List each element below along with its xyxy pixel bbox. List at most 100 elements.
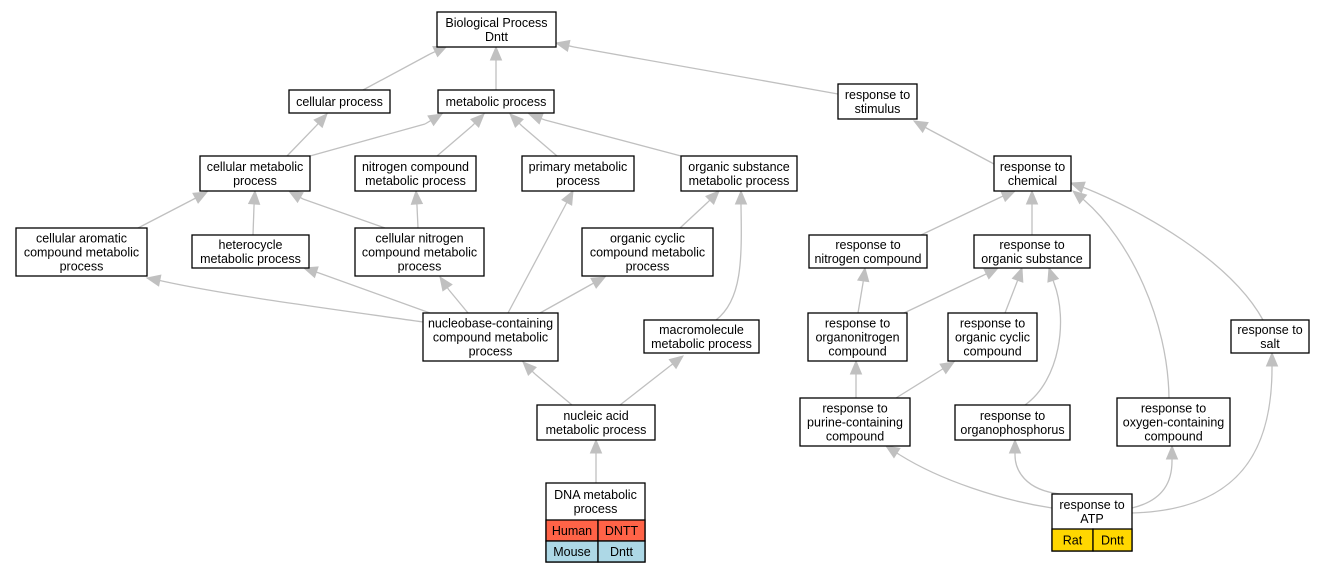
- node-label-line: response to: [1059, 498, 1124, 512]
- edge-organic-substance-to-metabolic-arrowhead: [527, 112, 544, 125]
- node-cellular-process[interactable]: cellular process: [288, 89, 391, 114]
- node-box: [581, 227, 714, 277]
- gene-cell: [1092, 528, 1133, 552]
- gene-label: Dntt: [1101, 534, 1124, 548]
- edge-cellular-nitrogen-to-nitrogen-compound: [416, 205, 419, 229]
- node-label-line: compound metabolic: [590, 246, 705, 260]
- edge-cellular-metabolic-to-cellular-process: [286, 125, 317, 157]
- node-box: [808, 234, 928, 269]
- node-label-line: organophosphorus: [960, 423, 1064, 437]
- node-label-line: organonitrogen: [815, 331, 899, 345]
- edge-cellular-metabolic-to-cellular-process-arrowhead: [313, 113, 328, 129]
- node-label-line: cellular metabolic: [207, 160, 304, 174]
- edge-response-organic-substance-to-chemical-arrowhead: [1025, 189, 1039, 205]
- edge-dna-metabolic-to-nucleic-acid-arrowhead: [589, 438, 603, 454]
- node-label-line: nitrogen compound: [362, 160, 469, 174]
- node-box: [521, 155, 635, 192]
- node-label-line: process: [556, 174, 600, 188]
- node-label-line: cellular process: [296, 95, 383, 109]
- edge-atp-to-organophosphorus-arrowhead: [1008, 438, 1022, 454]
- edge-macromolecule-to-organic-substance-arrowhead: [734, 189, 748, 205]
- node-label-line: organic cyclic: [610, 232, 685, 246]
- edge-cellular-metabolic-to-metabolic-arrowhead: [427, 113, 444, 127]
- node-label-line: primary metabolic: [529, 160, 628, 174]
- edge-oxygen-to-chemical: [1083, 199, 1170, 399]
- edge-nucleobase-to-organic-cyclic-arrowhead: [590, 276, 607, 289]
- edge-nitrogen-compound-to-metabolic: [436, 125, 473, 157]
- edge-nucleobase-to-cellular-nitrogen-arrowhead: [439, 275, 453, 292]
- edge-nucleobase-to-cellular-aromatic-arrowhead: [145, 274, 162, 287]
- edge-organic-cyclic-to-organic-substance-arrowhead: [1011, 266, 1024, 283]
- node-label-line: metabolic process: [446, 95, 547, 109]
- node-box: [680, 155, 798, 192]
- node-label-line: DNA metabolic: [554, 488, 637, 502]
- edge-purine-to-organonitrogen-arrowhead: [849, 359, 863, 375]
- edge-nucleic-acid-to-nucleobase-tail: [531, 370, 536, 375]
- edge-primary-metabolic-to-metabolic: [521, 125, 558, 157]
- node-label-line: response to: [822, 402, 887, 416]
- edge-organophosphorus-to-organic-substance-arrowhead: [1047, 266, 1060, 283]
- node-box: [799, 397, 911, 447]
- edge-response-chemical-to-stimulus: [929, 129, 995, 165]
- edge-response-nitrogen-compound-to-chemical: [920, 196, 1002, 236]
- node-box: [947, 312, 1038, 362]
- edge-nucleobase-to-heterocycle: [318, 272, 431, 314]
- node-box: [954, 404, 1071, 441]
- edge-response-chemical-to-stimulus-tail: [925, 126, 931, 131]
- node-label-line: metabolic process: [546, 423, 647, 437]
- edge-nitrogen-compound-to-metabolic-tail: [471, 122, 476, 127]
- node-box: [536, 404, 656, 441]
- edge-nucleic-acid-to-macromolecule-arrowhead: [668, 355, 685, 370]
- gene-label: DNTT: [605, 524, 639, 538]
- node-label-line: process: [233, 174, 277, 188]
- edge-organic-cyclic-to-organic-substance: [679, 201, 709, 229]
- node-label-line: response to: [835, 238, 900, 252]
- node-label-line: stimulus: [855, 102, 901, 116]
- node-label-line: compound: [963, 345, 1021, 359]
- node-label-line: organic substance: [981, 252, 1083, 266]
- edge-response-stimulus-to-bp: [573, 46, 839, 95]
- node-label-line: process: [574, 502, 618, 516]
- edge-organonitrogen-to-organic-substance-arrowhead: [983, 267, 1000, 280]
- edge-atp-to-purine-tail: [896, 452, 901, 456]
- edge-atp-to-salt: [1131, 367, 1273, 514]
- edge-primary-metabolic-to-metabolic-arrowhead: [509, 113, 524, 128]
- node-box: [1116, 397, 1231, 447]
- node-metabolic-process[interactable]: metabolic process: [437, 89, 555, 114]
- node-label-line: compound metabolic: [362, 246, 477, 260]
- edge-atp-to-salt-arrowhead: [1265, 351, 1279, 367]
- edge-organonitrogen-to-organic-substance: [903, 274, 985, 314]
- gene-cell: [597, 540, 646, 563]
- edge-organophosphorus-to-organic-substance: [1024, 282, 1062, 406]
- node-label-line: metabolic process: [200, 252, 301, 266]
- edge-response-stimulus-to-bp-arrowhead: [554, 39, 571, 53]
- edges-layer: [137, 39, 1279, 514]
- edge-organic-cyclic-to-organic-substance-arrowhead: [705, 190, 720, 205]
- edge-organonitrogen-to-nitrogen-compound-arrowhead: [857, 266, 870, 283]
